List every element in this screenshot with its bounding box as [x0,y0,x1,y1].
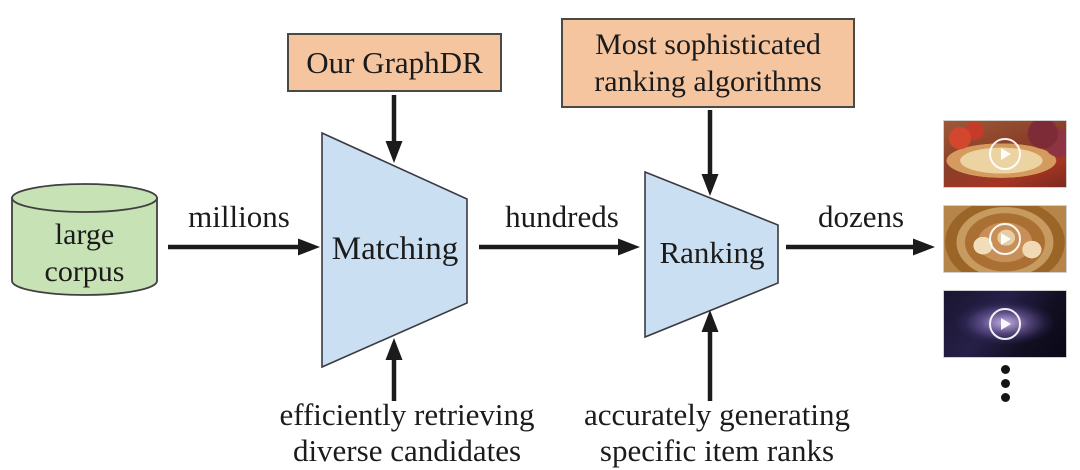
matching-note-line2: diverse candidates [292,433,522,468]
video-thumbnail-pizza [943,120,1067,188]
more-items-ellipsis-icon [990,365,1020,407]
dozens-label: dozens [817,199,905,234]
matching-stage-label: Matching [331,231,459,267]
ranking-algorithms-line1: Most sophisticated [595,28,821,61]
corpus-label-line1: large [54,218,115,251]
ranking-note-line1: accurately generating [584,397,850,432]
hundreds-arrow [479,238,640,256]
ranking-note-up-arrow [701,310,719,401]
graphdr-down-arrow [385,95,403,163]
millions-label: millions [188,199,290,234]
database-icon [11,183,158,296]
ranking-note-line2: specific item ranks [599,433,835,468]
corpus-label-line2: corpus [44,255,125,288]
video-thumbnail-galaxy [943,290,1067,358]
play-icon [989,308,1021,340]
matching-note-up-arrow [385,338,403,401]
video-thumbnail-kittens [943,205,1067,273]
matching-funnel-shape [321,131,468,369]
ranking-stage-label: Ranking [659,235,765,270]
graphdr-callout-label: Our GraphDR [306,45,483,80]
millions-arrow [168,238,320,256]
play-icon [989,138,1021,170]
dozens-arrow [786,238,935,256]
corpus-label: large corpus [12,216,157,290]
ranking-note: accurately generating specific item rank… [552,397,882,469]
ranking-algorithms-down-arrow [701,110,719,196]
ranking-algorithms-line2: ranking algorithms [594,65,822,98]
matching-note: efficiently retrieving diverse candidate… [242,397,572,469]
hundreds-label: hundreds [505,199,619,234]
ranking-funnel-shape [644,170,779,339]
matching-note-line1: efficiently retrieving [279,397,535,432]
ranking-algorithms-callout-box: Most sophisticated ranking algorithms [561,18,855,108]
play-icon [989,223,1021,255]
graphdr-callout-box: Our GraphDR [287,33,502,92]
